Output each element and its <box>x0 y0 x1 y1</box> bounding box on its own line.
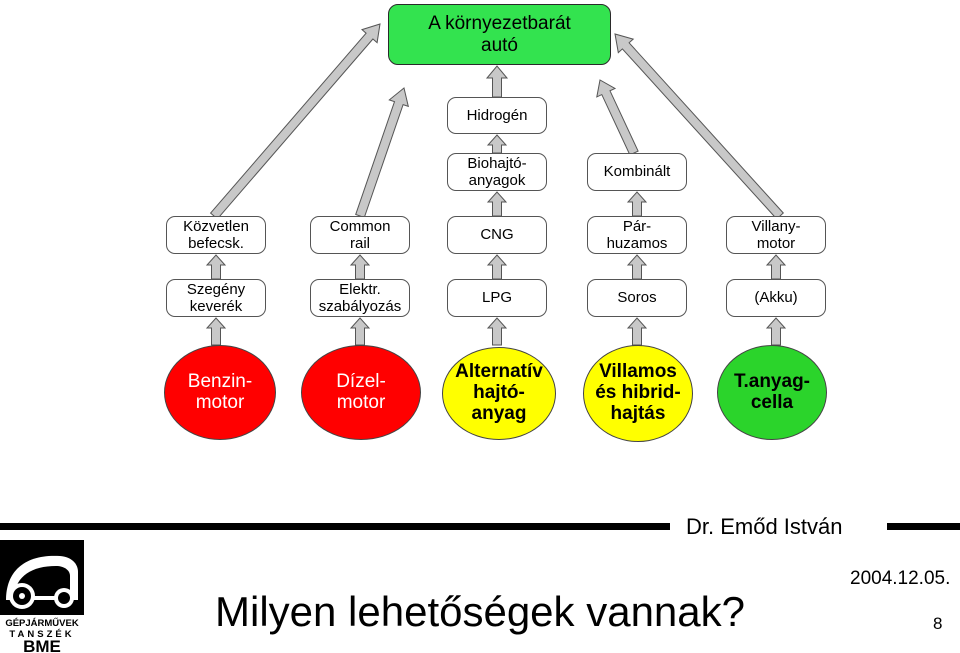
biofuel-node: Biohajtó- anyagok <box>447 153 547 191</box>
date-label: 2004.12.05. <box>850 568 951 589</box>
arrow-oval-to-row2-3 <box>626 317 648 346</box>
arrow-parallel-to-combined <box>626 191 648 217</box>
arrow-oval-to-row2-1 <box>349 317 371 346</box>
arrow-row2-to-row1-0 <box>205 254 227 280</box>
logo-line3: BME <box>23 637 61 653</box>
oval-diesel-engine: Dízel- motor <box>301 345 421 440</box>
arrow-row2-to-row1-4 <box>765 254 787 280</box>
slide-title: Milyen lehetőségek vannak? <box>215 588 746 635</box>
combined-node: Kombinált <box>587 153 687 191</box>
arrow-row2-to-row1-3 <box>626 254 648 280</box>
row2-lpg: LPG <box>447 279 547 317</box>
author-name: Dr. Emőd István <box>686 514 843 539</box>
oval-fuel-cell: T.anyag- cella <box>717 345 827 440</box>
row2-electronic-control: Elektr. szabályozás <box>310 279 410 317</box>
goal-node: A környezetbarát autó <box>388 4 611 65</box>
arrow-row2-to-row1-2 <box>486 254 508 280</box>
arrow-cng-to-biofuel <box>486 191 508 217</box>
logo-line1: GÉPJÁRMŰVEK <box>5 617 79 629</box>
arrow-biofuel-to-hydrogen <box>486 134 508 154</box>
bme-logo: GÉPJÁRMŰVEK TANSZÉK BME <box>0 540 84 653</box>
page-number: 8 <box>933 614 943 633</box>
row1-cng: CNG <box>447 216 547 254</box>
row2-series: Soros <box>587 279 687 317</box>
arrow-row2-to-row1-1 <box>349 254 371 280</box>
arrow-oval-to-row2-0 <box>205 317 227 346</box>
arrow-direct-injection-to-goal <box>209 23 381 220</box>
arrow-oval-to-row2-2 <box>486 317 508 346</box>
row2-battery: (Akku) <box>726 279 826 317</box>
footer-rule-left <box>0 523 670 530</box>
logo-line2: TANSZÉK <box>9 629 74 640</box>
arrow-hydrogen-to-goal <box>485 65 509 98</box>
row1-parallel: Pár- huzamos <box>587 216 687 254</box>
oval-electric-hybrid: Villamos és hibrid- hajtás <box>583 345 693 442</box>
arrow-common-rail-to-goal <box>355 87 409 219</box>
arrow-oval-to-row2-4 <box>765 317 787 346</box>
footer-rule-right <box>887 523 960 530</box>
arrow-electric-motor-to-goal <box>614 33 785 220</box>
hydrogen-node: Hidrogén <box>447 97 547 134</box>
row2-lean-mixture: Szegény keverék <box>166 279 266 317</box>
row1-direct-injection: Közvetlen befecsk. <box>166 216 266 254</box>
oval-alternative-fuel: Alternatív hajtó- anyag <box>442 347 556 440</box>
arrow-combined-to-goal <box>596 79 639 156</box>
oval-petrol-engine: Benzin- motor <box>164 345 276 440</box>
row1-common-rail: Common rail <box>310 216 410 254</box>
row1-electric-motor: Villany- motor <box>726 216 826 254</box>
